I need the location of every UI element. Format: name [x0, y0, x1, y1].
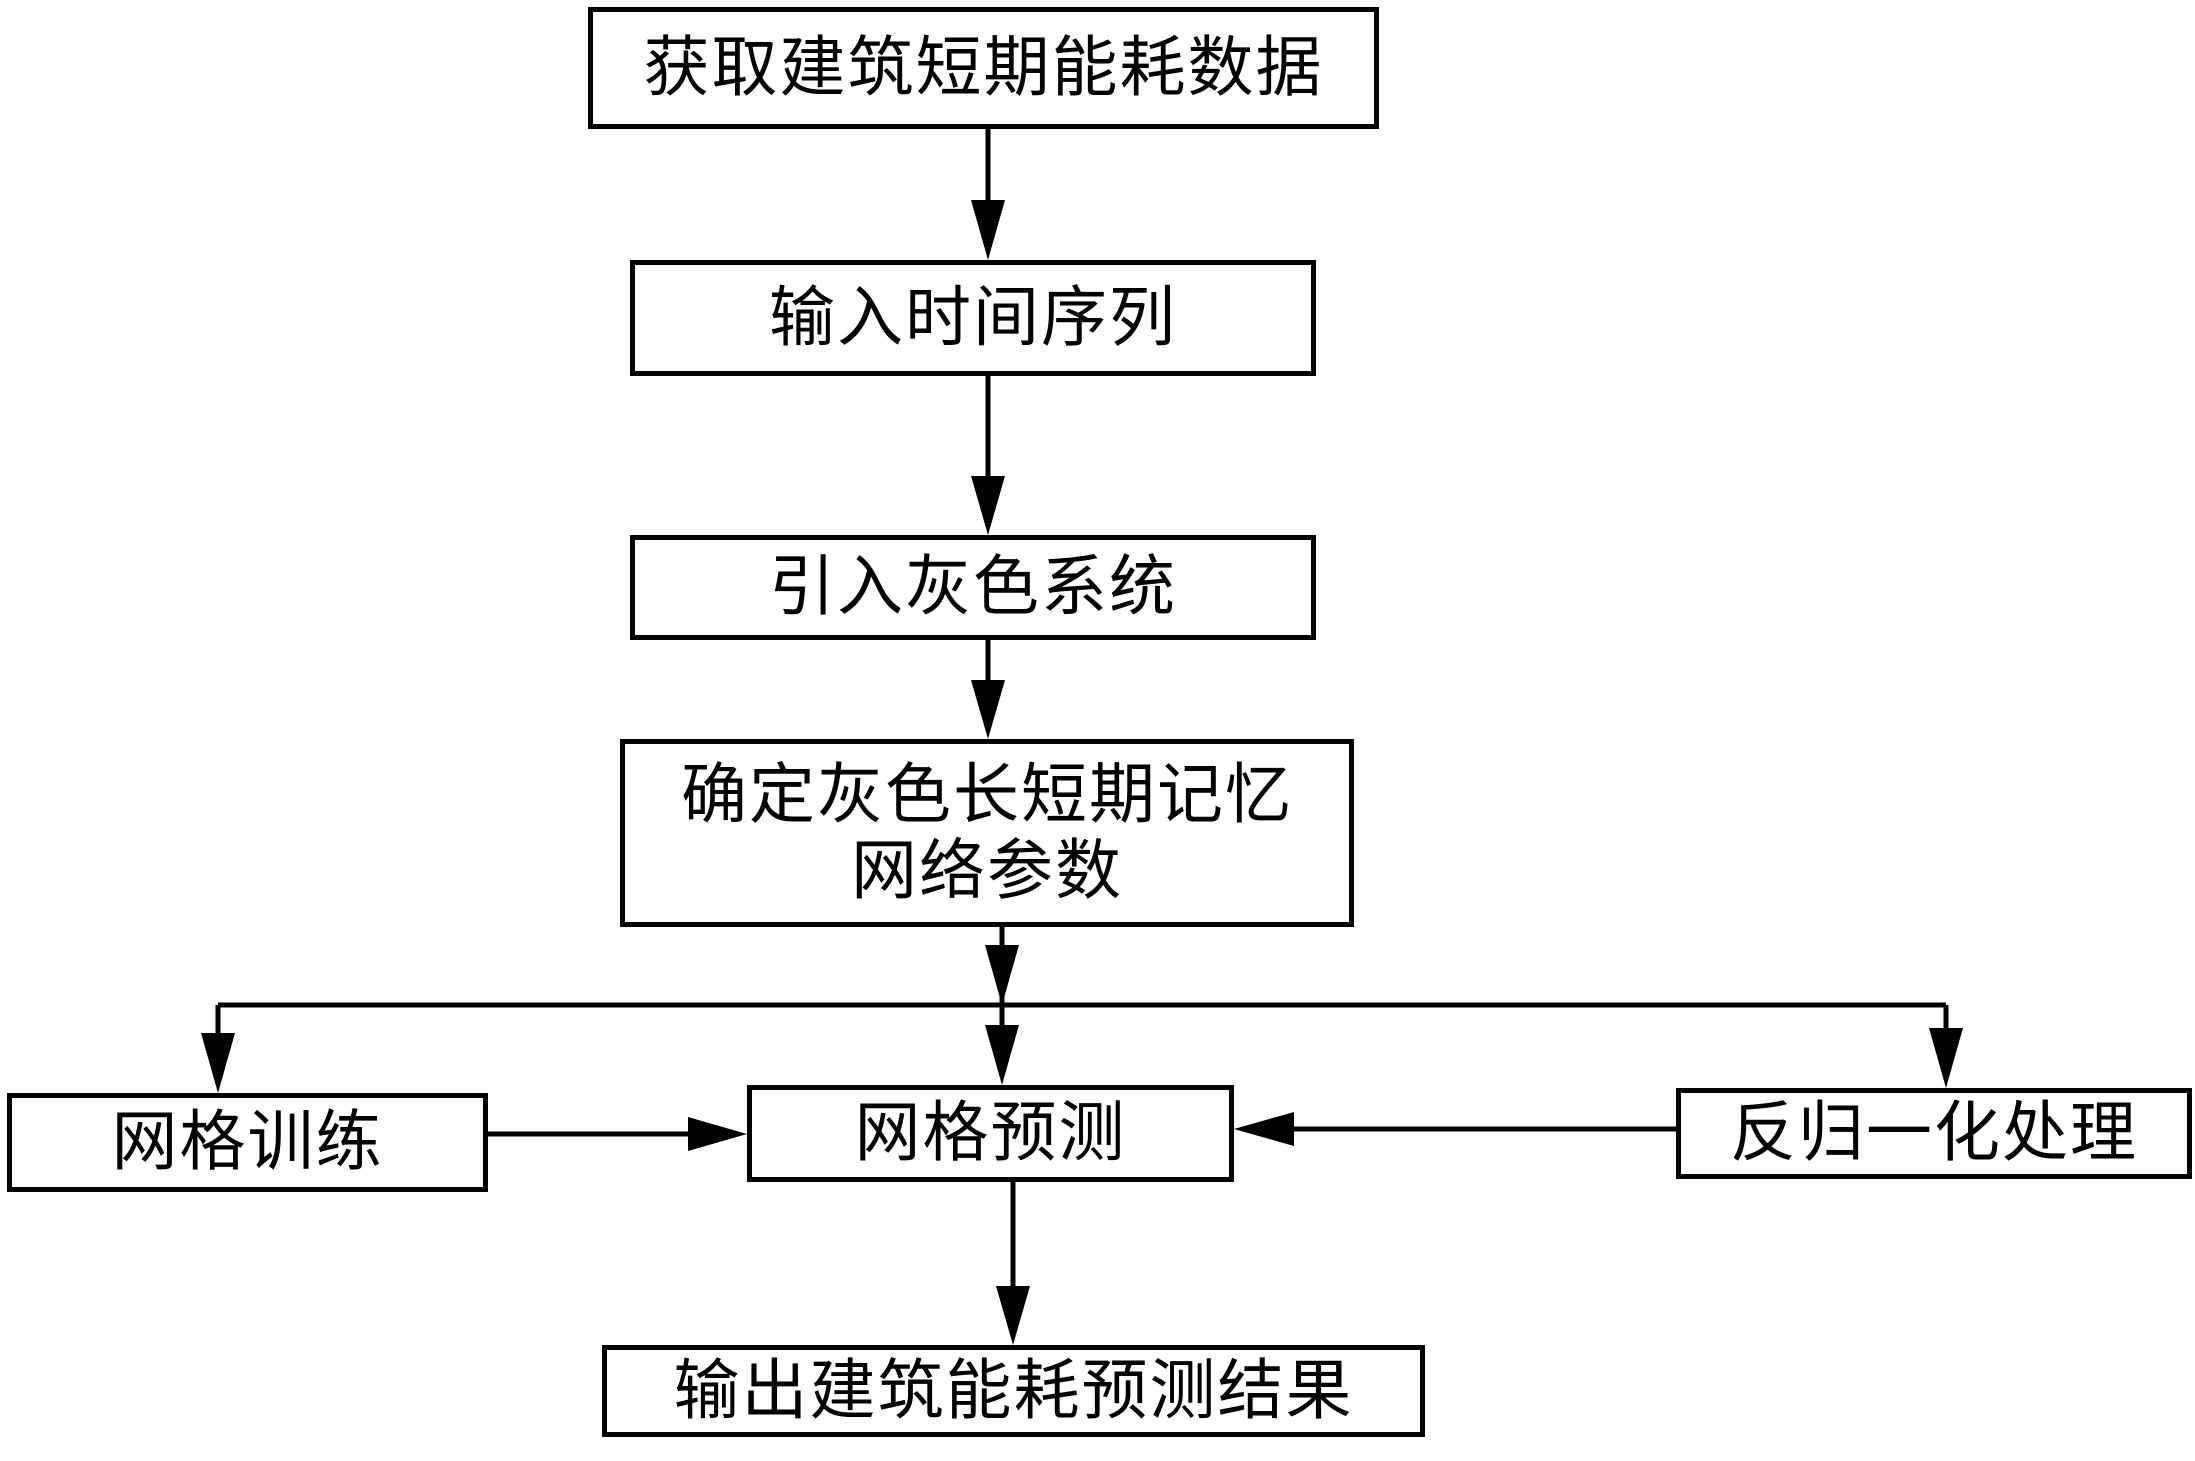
node-output-result: 输出建筑能耗预测结果: [602, 1345, 1425, 1437]
arrowhead-to-denormalize: [1929, 1028, 1963, 1088]
node-input-time-series: 输入时间序列: [630, 260, 1316, 376]
node-denormalization-label: 反归一化处理: [1730, 1094, 2138, 1172]
node-network-training-label: 网格训练: [111, 1103, 384, 1181]
arrowhead-grey-to-params: [971, 680, 1005, 739]
node-determine-params-line1: 确定灰色长短期记忆: [681, 756, 1293, 834]
node-grey-system: 引入灰色系统: [630, 535, 1316, 640]
arrowhead-to-training: [201, 1033, 235, 1093]
node-acquire-data-label: 获取建筑短期能耗数据: [643, 28, 1324, 106]
node-determine-params: 确定灰色长短期记忆 网络参数: [620, 739, 1354, 927]
node-acquire-data: 获取建筑短期能耗数据: [588, 7, 1379, 129]
arrowhead-training-to-prediction: [688, 1117, 747, 1151]
arrowhead-acquire-to-input: [971, 200, 1005, 260]
node-network-prediction-label: 网格预测: [854, 1094, 1127, 1172]
node-input-time-series-label: 输入时间序列: [769, 278, 1177, 356]
node-denormalization: 反归一化处理: [1676, 1088, 2192, 1179]
node-determine-params-line2: 网络参数: [851, 832, 1123, 909]
node-network-prediction: 网格预测: [747, 1085, 1234, 1182]
arrowhead-params-stem: [985, 945, 1019, 1005]
node-grey-system-label: 引入灰色系统: [769, 548, 1177, 626]
node-network-training: 网格训练: [7, 1093, 488, 1192]
arrowhead-to-prediction: [985, 1025, 1019, 1085]
arrowhead-prediction-to-output: [996, 1286, 1030, 1345]
node-output-result-label: 输出建筑能耗预测结果: [673, 1351, 1354, 1429]
arrowhead-denormalize-to-prediction: [1234, 1112, 1294, 1146]
arrowhead-input-to-grey: [971, 476, 1005, 535]
